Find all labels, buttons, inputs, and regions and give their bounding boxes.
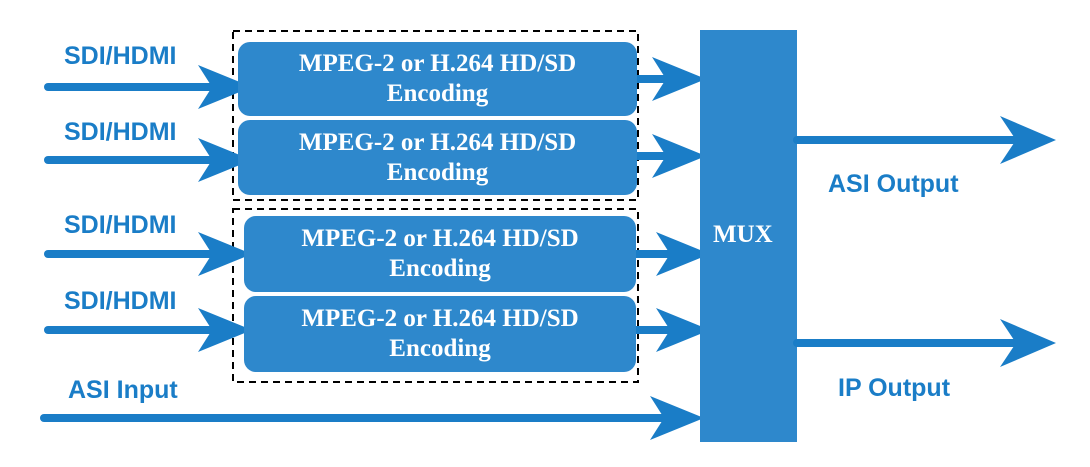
enc-arrow-4 [628,308,710,352]
output-arrow-ip [793,319,1056,367]
encoder-title: MPEG-2 or H.264 HD/SD [298,128,577,156]
encoder-subtitle: Encoding [386,158,489,186]
input-arrow-4 [44,308,252,352]
input-label-asi: ASI Input [68,376,178,404]
group-frame-2 [232,208,639,383]
encoder-subtitle: Encoding [389,255,491,282]
encoder-subtitle: Encoding [389,335,491,362]
encoder-box-1: MPEG-2 or H.264 HD/SD Encoding [238,42,637,116]
encoder-box-2: MPEG-2 or H.264 HD/SD Encoding [238,120,637,195]
input-label-3: SDI/HDMI [64,211,177,239]
encoder-box-4: MPEG-2 or H.264 HD/SD Encoding [244,296,636,372]
encoder-box-3: MPEG-2 or H.264 HD/SD Encoding [244,216,636,292]
encoder-subtitle: Encoding [386,80,489,107]
mux-label: MUX [713,221,773,248]
input-arrow-3 [44,232,252,276]
input-label-2: SDI/HDMI [64,118,177,146]
input-label-4: SDI/HDMI [64,287,177,315]
encoder-title: MPEG-2 or H.264 HD/SD [301,305,579,332]
output-label-asi: ASI Output [828,170,959,198]
encoder-title: MPEG-2 or H.264 HD/SD [298,50,577,77]
enc-arrow-3 [628,232,710,276]
mux-block [700,30,797,442]
output-label-ip: IP Output [838,374,951,402]
encoder-title: MPEG-2 or H.264 HD/SD [301,225,579,252]
output-arrow-asi [793,116,1056,164]
input-arrow-2 [44,138,252,182]
input-arrow-asi [40,396,704,440]
input-arrow-1 [44,65,252,109]
input-label-1: SDI/HDMI [64,42,177,70]
